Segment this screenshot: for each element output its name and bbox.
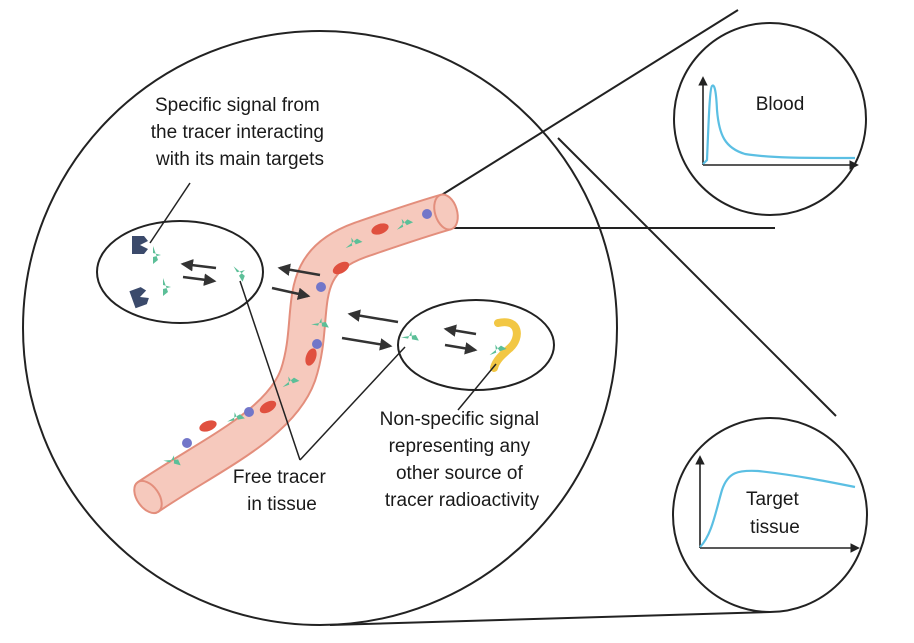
exchange-arrow (444, 342, 478, 355)
exchange-arrow (277, 263, 321, 277)
target-inset: Target tissue (672, 417, 868, 613)
tracer-molecule-icon (153, 246, 161, 264)
exchange-arrow (341, 336, 393, 351)
exchange-arrow (182, 273, 217, 286)
blood-inset-circle (673, 22, 867, 216)
specific-signal-label: Specific signal from the tracer interact… (151, 95, 329, 170)
tracer-molecule-icon (163, 455, 181, 466)
red-blood-cell-icon (199, 420, 217, 432)
zoom-line-target-bottom (329, 611, 771, 626)
blood-vessel-lumen (138, 195, 451, 512)
tracer-molecule-icon (396, 218, 414, 230)
exchange-arrow (347, 309, 399, 324)
pointer-line-nonspecific (457, 363, 497, 411)
nonspecific-signal-label: Non-specific signal representing any oth… (380, 409, 545, 511)
blood-cell-dot-icon (316, 282, 326, 292)
tracer-molecule-icon (401, 331, 419, 341)
pointer-line-free-right (299, 346, 406, 461)
tracer-molecule-icon (345, 237, 363, 249)
zoom-line-target-top (557, 137, 837, 417)
target-inset-circle (672, 417, 868, 613)
red-blood-cell-icon (305, 348, 317, 366)
target-receptors (129, 236, 149, 309)
blood-cell-dot-icon (312, 339, 322, 349)
blood-cell-dot-icon (422, 209, 432, 219)
exchange-arrow (180, 258, 217, 272)
tracer-molecule-icon (163, 278, 171, 296)
vessel-end-left (133, 479, 163, 515)
red-blood-cells (199, 223, 389, 432)
tracer-molecule-icon (311, 318, 329, 328)
nonspecific-binder-icon (490, 318, 521, 372)
nonspecific-binding-compartment (397, 299, 555, 391)
free-tracer-label: Free tracer in tissue (233, 467, 331, 515)
tissue-region-circle (22, 30, 618, 626)
target-receptor-icon (129, 287, 149, 309)
exchange-arrow (271, 286, 311, 300)
blood-title: Blood (756, 94, 805, 115)
target-receptor-icon (132, 236, 148, 254)
red-blood-cell-icon (259, 400, 277, 414)
tracer-molecule-icon (227, 412, 245, 422)
specific-binding-compartment (96, 220, 264, 324)
tracer-molecule-icon (233, 266, 245, 282)
zoom-line-blood-top (439, 9, 739, 197)
blood-cell-dot-icon (244, 407, 254, 417)
vessel-end-right (433, 193, 459, 231)
tracer-molecule-icon (489, 344, 507, 356)
red-blood-cell-icon (332, 261, 350, 275)
blood-cell-dot-icon (182, 438, 192, 448)
target-curve (699, 469, 856, 548)
red-blood-cell-icon (371, 223, 389, 235)
pointer-line-specific (149, 182, 191, 244)
vessel-tracers (163, 218, 414, 466)
target-title: Target tissue (746, 489, 804, 538)
tracer-molecule-icon (282, 376, 300, 388)
blood-inset: Blood (673, 22, 867, 216)
blood-curve (702, 84, 856, 165)
bound-tracers (153, 246, 245, 296)
blood-dots (182, 209, 432, 448)
pointer-line-free-left (239, 280, 301, 461)
exchange-arrow (443, 324, 477, 337)
